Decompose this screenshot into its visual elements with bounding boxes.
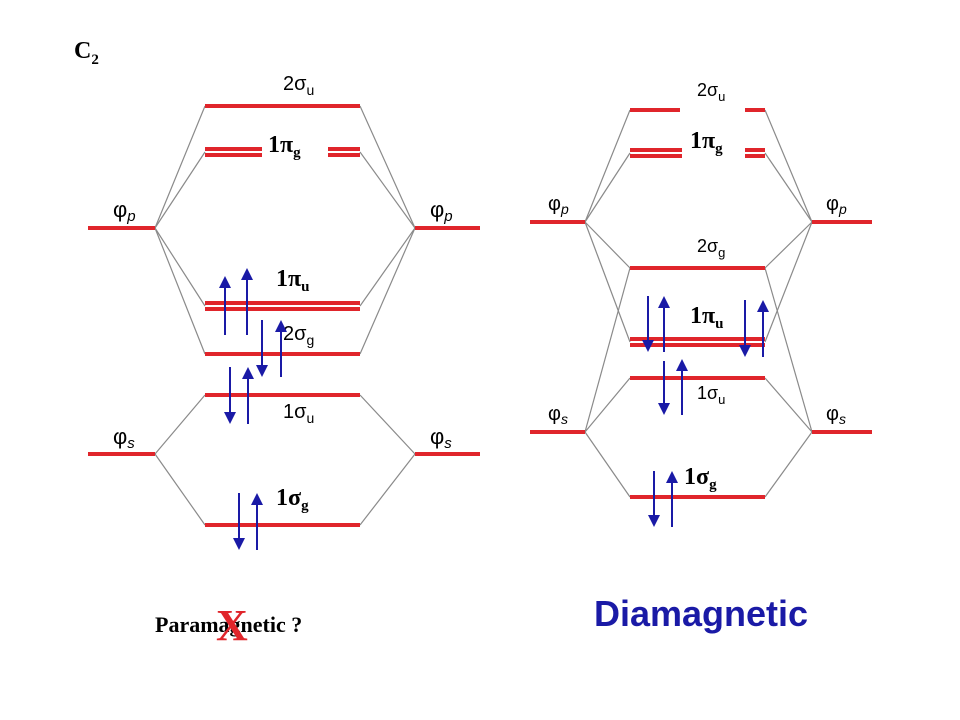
right-verdict-text: Diamagnetic [594, 593, 808, 634]
left-electron-arrows [219, 268, 287, 550]
right-diagram: φp φp φs φs 2σu 2σg 1σu 1πg 1πu 1σg Diam… [530, 80, 872, 634]
right-phi-s-label-left: φs [548, 403, 568, 427]
left-correlation-lines [154, 105, 416, 526]
left-1sigma-u-label: 1σu [283, 401, 314, 426]
right-1sigma-u-label: 1σu [697, 383, 725, 407]
right-phi-p-label-left: φp [548, 193, 569, 217]
left-1pi-g-label: 1πg [268, 132, 301, 161]
left-1pi-u-electron-up-1 [219, 276, 231, 335]
left-1sigma-g-label: 1σg [276, 485, 309, 514]
left-1sigma-g-electron-up [251, 493, 263, 550]
right-1sigma-g-electron-up [666, 471, 678, 527]
left-phi-s-label-right: φs [430, 424, 452, 452]
right-1pi-u-label: 1πu [690, 303, 724, 332]
left-verdict-cross: X [216, 601, 248, 650]
left-1pi-u-label: 1πu [276, 266, 310, 295]
left-1sigma-g-electron-down [233, 493, 245, 550]
left-2sigma-g-label: 2σg [283, 323, 314, 348]
right-1pi-u-electron-up-2 [757, 300, 769, 357]
left-2sigma-u-label: 2σu [283, 73, 314, 98]
right-1sigma-g-electron-down [648, 471, 660, 527]
left-phi-s-label-left: φs [113, 424, 135, 452]
left-diagram: φp φp φs φs 2σu 2σg 1σu 1πg 1πu 1σg Para… [88, 73, 480, 650]
right-1sigma-g-label: 1σg [684, 464, 717, 493]
right-1sigma-u-electron-down [658, 361, 670, 415]
left-phi-p-label-left: φp [113, 197, 136, 225]
right-correlation-lines [584, 109, 813, 498]
left-2sigma-g-electron-up [275, 320, 287, 377]
right-1pi-u-electron-up-1 [658, 296, 670, 352]
left-phi-p-label-right: φp [430, 197, 453, 225]
right-2sigma-g-label: 2σg [697, 236, 725, 260]
right-1pi-u-electron-down-2 [739, 300, 751, 357]
left-verdict-text: Paramagnetic ? [155, 612, 302, 637]
molecule-title: C2 [74, 38, 99, 68]
left-1sigma-u-electron-up [242, 367, 254, 424]
right-1pi-g-label: 1πg [690, 128, 723, 157]
left-1pi-u-electron-up-2 [241, 268, 253, 335]
right-electron-arrows [642, 296, 769, 527]
right-2sigma-u-label: 2σu [697, 80, 725, 104]
left-2sigma-g-electron-down [256, 320, 268, 377]
right-phi-s-label-right: φs [826, 403, 846, 427]
left-1sigma-u-electron-down [224, 367, 236, 424]
right-1sigma-u-electron-up [676, 359, 688, 415]
right-1pi-u-electron-down-1 [642, 296, 654, 352]
right-phi-p-label-right: φp [826, 193, 847, 217]
